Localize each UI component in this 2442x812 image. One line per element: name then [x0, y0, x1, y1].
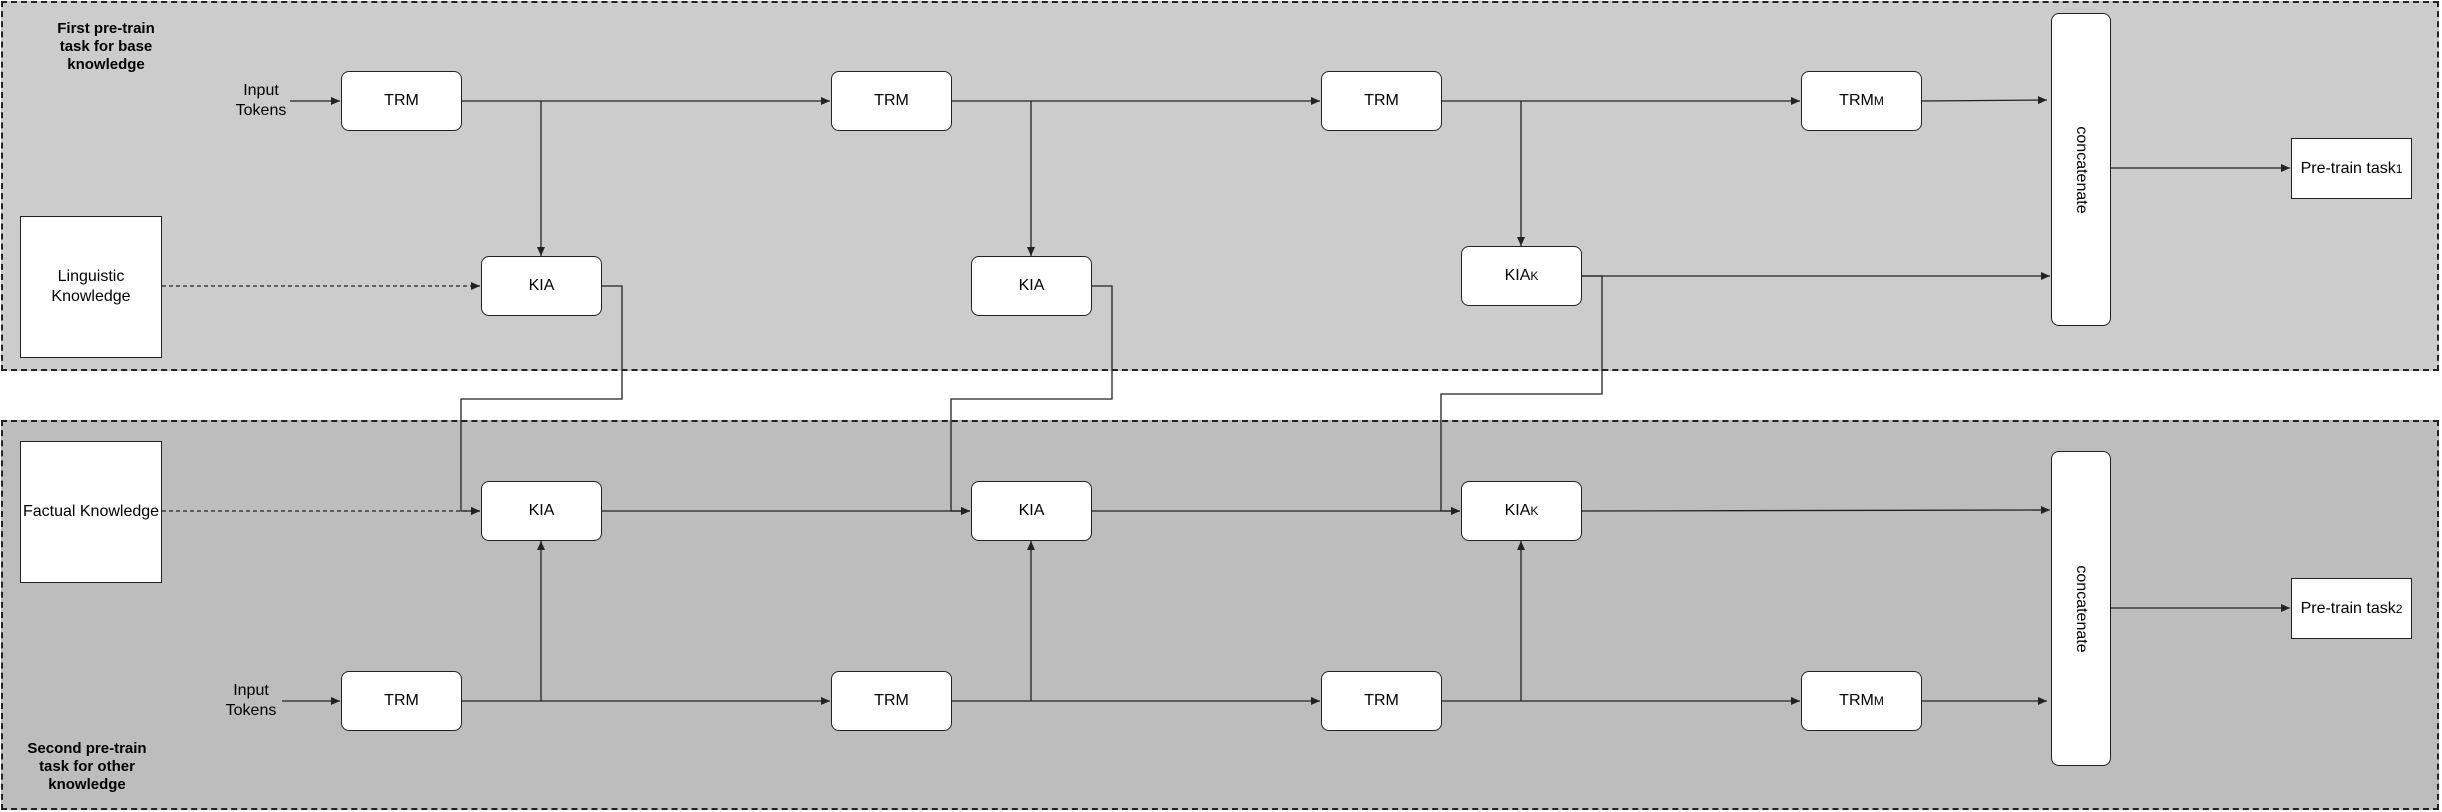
- second-task-title: Second pre-train task for other knowledg…: [27, 740, 147, 793]
- trm-node-bottom-1: TRM: [341, 671, 462, 731]
- first-pretrain-panel: [1, 1, 2439, 371]
- trm-node-top-1: TRM: [341, 71, 462, 131]
- concatenate-label-top: concatenate: [2073, 125, 2090, 214]
- arrow-kia1-top-to-kia1-bottom: [460, 285, 623, 515]
- arrow-trmm-to-concat-top: [1921, 96, 2048, 105]
- concatenate-label-bottom: concatenate: [2073, 564, 2090, 653]
- factual-knowledge-box: Factual Knowledge: [20, 441, 162, 583]
- factual-knowledge-label: Factual Knowledge: [22, 503, 160, 520]
- first-task-title: First pre-train task for base knowledge: [57, 20, 155, 73]
- input-tokens-label-top: Input Tokens: [235, 82, 287, 119]
- second-pretrain-panel: [1, 420, 2439, 810]
- kia-node-bottom-1: KIA: [481, 481, 602, 541]
- trm-node-top-2: TRM: [831, 71, 952, 131]
- trm-node-bottom-3: TRM: [1321, 671, 1442, 731]
- concatenate-block-bottom: concatenate: [2051, 451, 2111, 766]
- trm-node-top-3: TRM: [1321, 71, 1442, 131]
- kia-node-bottom-2: KIA: [971, 481, 1092, 541]
- arrow-kiak-top-to-kiak-bottom: [1440, 275, 1603, 515]
- linguistic-knowledge-label: Linguistic Knowledge: [51, 268, 131, 305]
- kia-node-top-1: KIA: [481, 256, 602, 316]
- trm-node-bottom-2: TRM: [831, 671, 952, 731]
- arrow-kia2-top-to-kia2-bottom: [950, 285, 1113, 515]
- kia-node-top-2: KIA: [971, 256, 1092, 316]
- input-tokens-label-bottom: Input Tokens: [225, 682, 277, 719]
- concatenate-block-top: concatenate: [2051, 13, 2111, 326]
- arrow-kiak-to-concat-bottom: [1581, 506, 2051, 515]
- linguistic-knowledge-box: Linguistic Knowledge: [20, 216, 162, 358]
